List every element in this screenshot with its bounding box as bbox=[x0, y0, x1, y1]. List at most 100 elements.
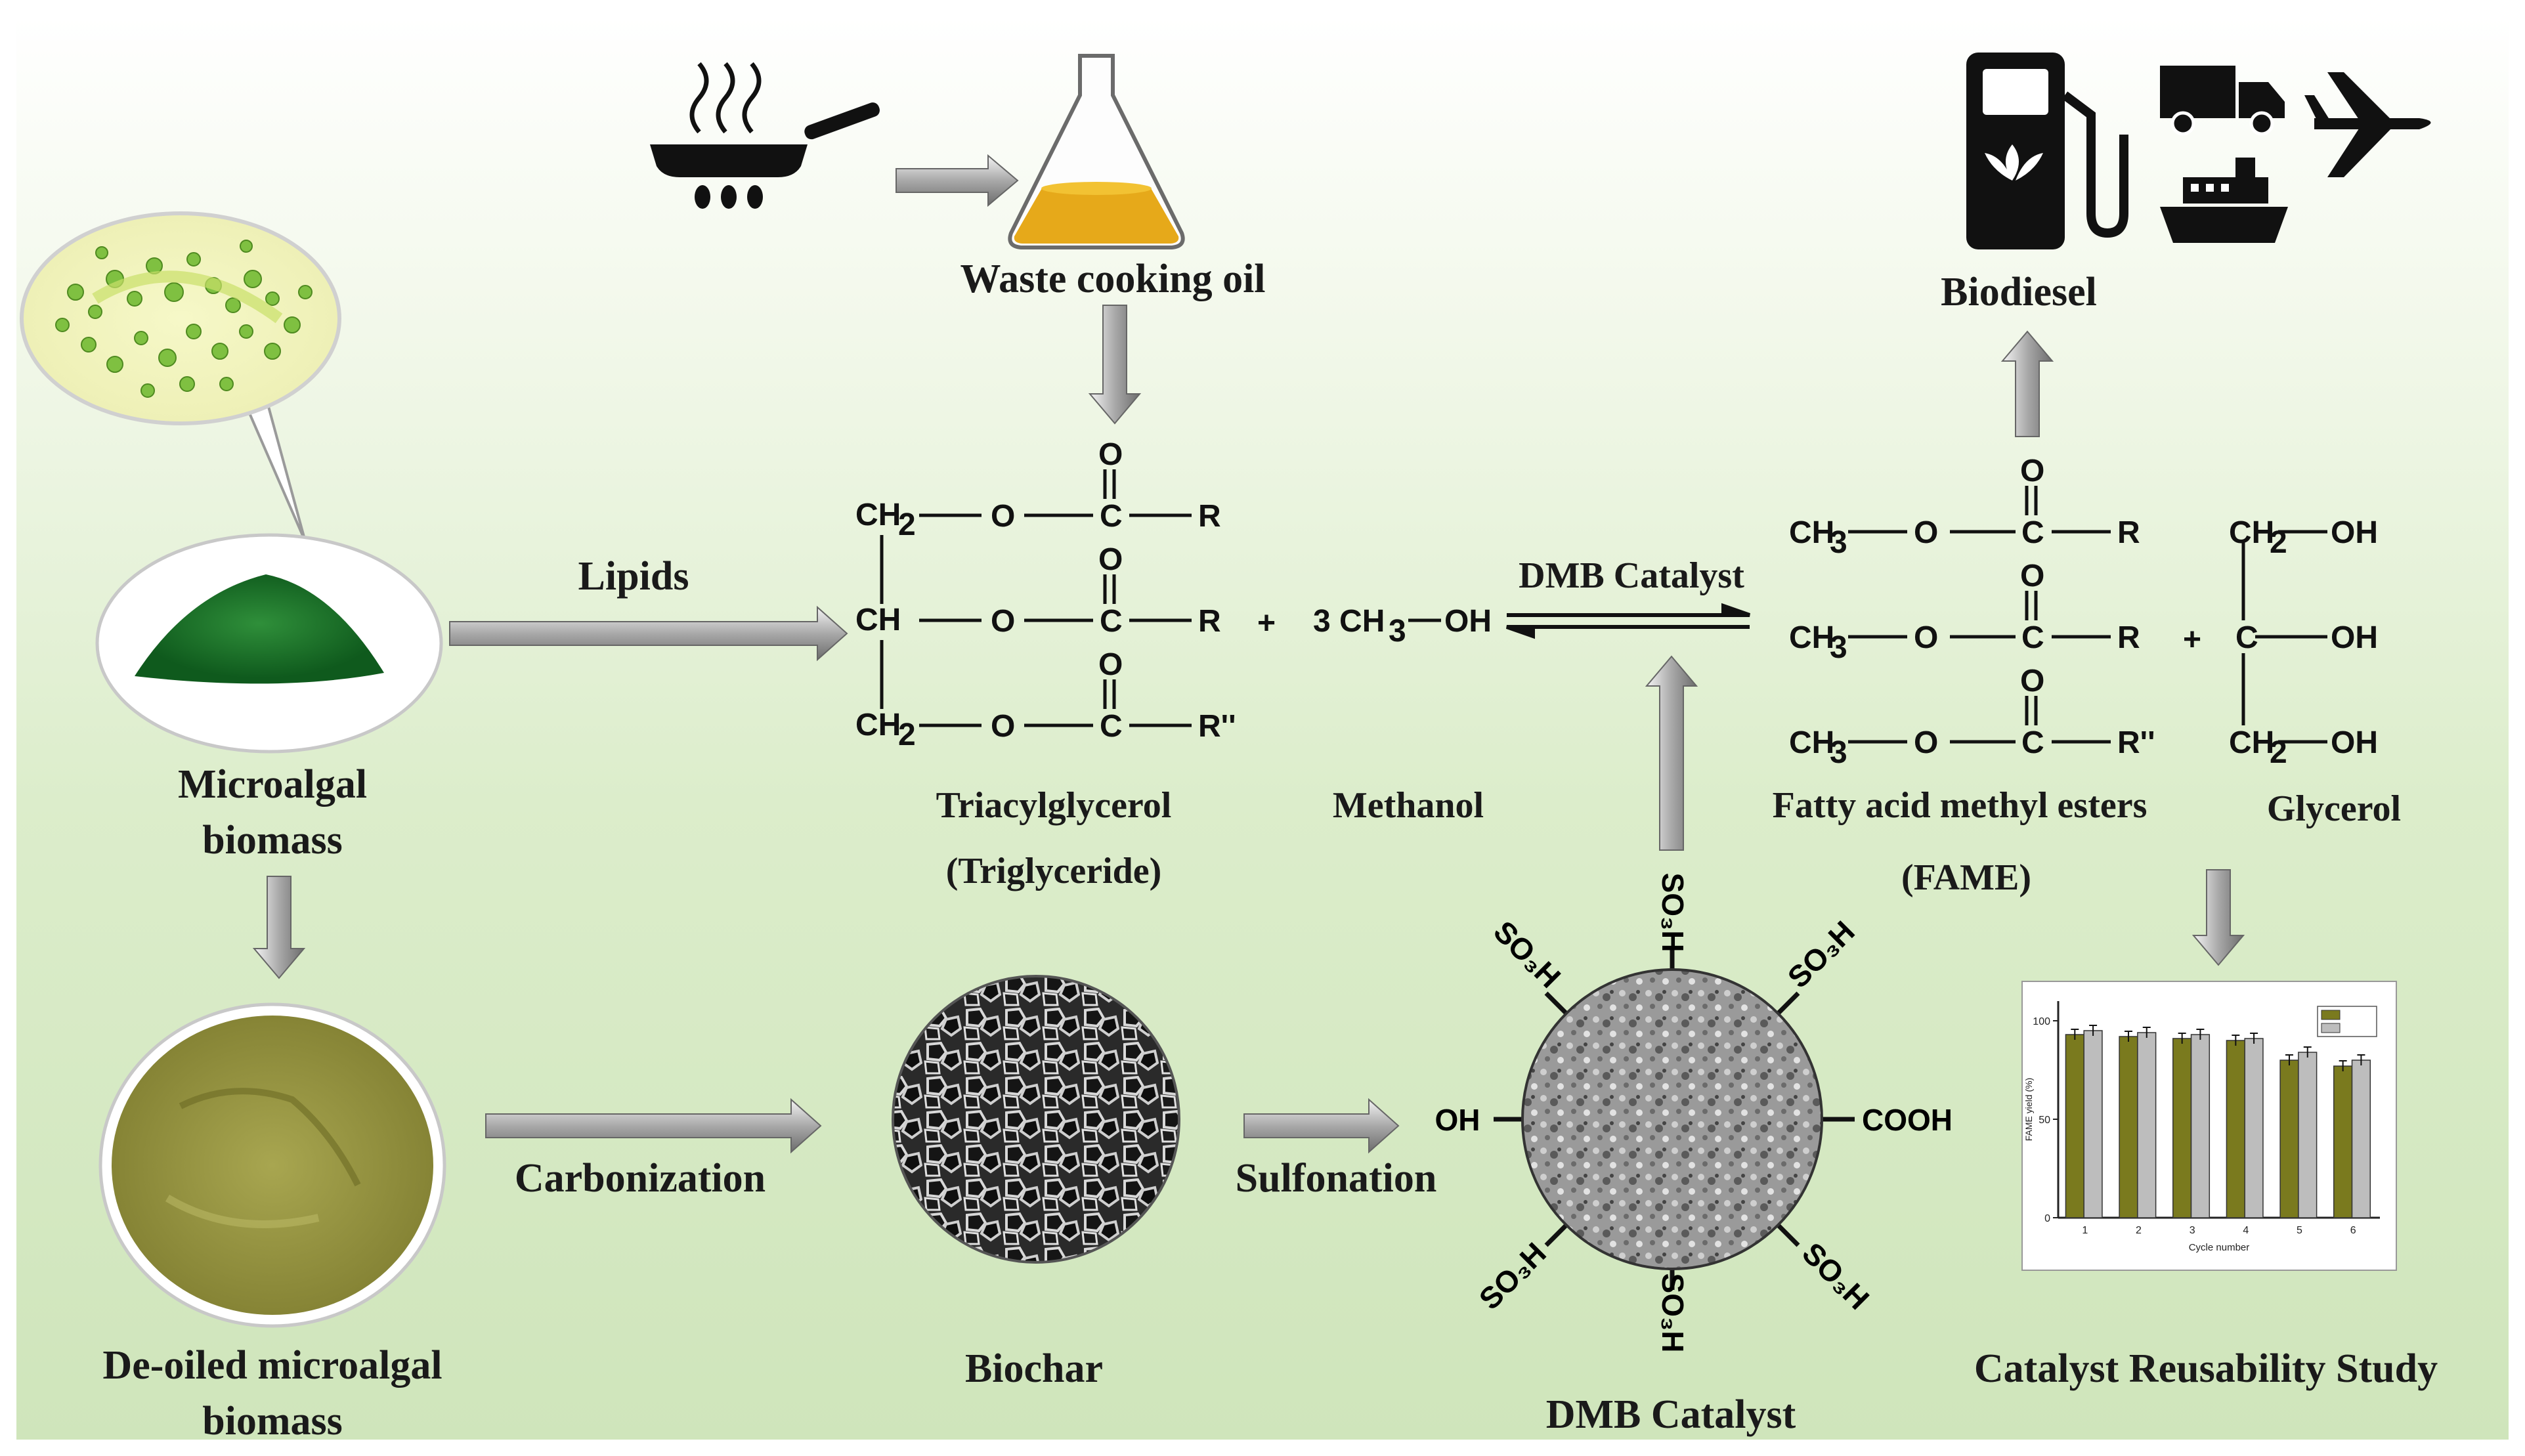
svg-text:CH: CH bbox=[1789, 515, 1834, 550]
group-so3h-bottom-left: SO₃H bbox=[1473, 1236, 1553, 1316]
group-cooh: COOH bbox=[1862, 1103, 1953, 1137]
chart-bar bbox=[2351, 1060, 2371, 1218]
fuel-pump-icon bbox=[1966, 53, 2128, 249]
equilibrium-arrows bbox=[1506, 603, 1750, 639]
chart-x-tick-label: 3 bbox=[2190, 1225, 2195, 1236]
tag-ch: CH bbox=[855, 603, 901, 637]
chart-bar bbox=[2333, 1065, 2353, 1218]
label-carbonization: Carbonization bbox=[514, 1156, 766, 1201]
arrow-sulfonation bbox=[1243, 1098, 1400, 1154]
label-methanol: Methanol bbox=[1332, 785, 1484, 826]
chart-legend-swatch bbox=[2321, 1023, 2341, 1033]
chart-bar bbox=[2190, 1034, 2211, 1218]
chart-bar bbox=[2172, 1038, 2192, 1218]
arrow-fame-to-study bbox=[2191, 869, 2245, 966]
flask-icon bbox=[1008, 54, 1185, 249]
group-oh: OH bbox=[1435, 1103, 1480, 1137]
chart-bar bbox=[2244, 1038, 2264, 1218]
svg-text:3 CH: 3 CH bbox=[1313, 604, 1385, 639]
svg-text:R'': R'' bbox=[1198, 709, 1236, 744]
label-triglyceride: (Triglyceride) bbox=[945, 851, 1162, 891]
label-biodiesel: Biodiesel bbox=[1941, 270, 2097, 314]
label-lipids: Lipids bbox=[578, 554, 689, 599]
label-waste-cooking-oil: Waste cooking oil bbox=[960, 257, 1266, 301]
svg-text:3: 3 bbox=[1830, 525, 1847, 560]
svg-text:O: O bbox=[991, 709, 1015, 744]
svg-text:C: C bbox=[1100, 709, 1123, 744]
svg-text:2: 2 bbox=[2270, 525, 2287, 560]
microalgae-micrograph bbox=[20, 211, 341, 542]
svg-text:O: O bbox=[1914, 515, 1938, 550]
chart-y-label: FAME yield (%) bbox=[2023, 1078, 2034, 1141]
methanol-formula: 3 CH 3 OH bbox=[1313, 604, 1492, 649]
chart-y-tick-label: 100 bbox=[2033, 1016, 2050, 1027]
label-deoiled-2: biomass bbox=[202, 1399, 343, 1444]
svg-text:OH: OH bbox=[2331, 515, 2378, 550]
svg-text:O: O bbox=[991, 604, 1015, 639]
svg-text:2: 2 bbox=[898, 507, 916, 542]
tag-ch2-top: CH bbox=[855, 498, 901, 532]
svg-text:C: C bbox=[1100, 499, 1123, 534]
chart-bar bbox=[2083, 1030, 2103, 1218]
chart-x-tick-label: 6 bbox=[2350, 1225, 2356, 1236]
deoiled-biomass-image bbox=[98, 1002, 446, 1328]
svg-text:O: O bbox=[1098, 437, 1123, 472]
diagram-canvas: CH 2 CH CH 2 O O O C C C O O O R bbox=[16, 16, 2509, 1444]
glycerol-structure: CH 2 C CH 2 OH OH OH bbox=[2229, 515, 2378, 770]
svg-text:C: C bbox=[2021, 725, 2044, 760]
chart-y-tick-label: 50 bbox=[2039, 1115, 2050, 1126]
group-so3h-top: SO₃H bbox=[1656, 873, 1690, 953]
diagram-graphics: CH 2 CH CH 2 O O O C C C O O O R bbox=[20, 53, 2431, 1353]
arrow-lipids bbox=[449, 605, 848, 662]
label-biochar: Biochar bbox=[964, 1346, 1104, 1391]
tag-ch2-bottom: CH bbox=[855, 708, 901, 742]
group-so3h-bottom: SO₃H bbox=[1656, 1274, 1690, 1353]
svg-text:C: C bbox=[2235, 620, 2258, 655]
plus-sign-1: + bbox=[1257, 606, 1276, 641]
chart-bar bbox=[2226, 1040, 2245, 1218]
chart-x-tick-label: 4 bbox=[2243, 1225, 2249, 1236]
chart-x-label: Cycle number bbox=[2189, 1242, 2250, 1253]
truck-icon bbox=[2160, 66, 2285, 136]
label-dmb-catalyst: DMB Catalyst bbox=[1545, 1392, 1796, 1437]
chart-y-tick-label: 0 bbox=[2044, 1213, 2050, 1224]
svg-text:C: C bbox=[2021, 515, 2044, 550]
label-deoiled-1: De-oiled microalgal bbox=[102, 1343, 442, 1388]
airplane-icon bbox=[2304, 72, 2431, 177]
chart-bar bbox=[2065, 1034, 2084, 1218]
svg-text:O: O bbox=[1914, 725, 1938, 760]
arrow-carbonization bbox=[485, 1098, 822, 1154]
dmb-catalyst-image bbox=[1494, 949, 1855, 1290]
svg-text:CH: CH bbox=[2229, 515, 2274, 550]
label-catalyst-reusability-study: Catalyst Reusability Study bbox=[1974, 1346, 2438, 1391]
svg-text:O: O bbox=[991, 499, 1015, 534]
svg-text:3: 3 bbox=[1830, 735, 1847, 770]
chart-x-tick-label: 1 bbox=[2082, 1225, 2088, 1236]
svg-text:2: 2 bbox=[2270, 735, 2287, 770]
triglyceride-structure: CH 2 CH CH 2 O O O C C C O O O R bbox=[855, 437, 1236, 752]
svg-text:O: O bbox=[2020, 559, 2044, 593]
svg-text:C: C bbox=[1100, 604, 1123, 639]
svg-text:3: 3 bbox=[1830, 630, 1847, 665]
label-microalgal-biomass-2: biomass bbox=[202, 818, 343, 863]
label-glycerol: Glycerol bbox=[2266, 788, 2402, 829]
ship-icon bbox=[2160, 158, 2288, 243]
label-triacylglycerol: Triacylglycerol bbox=[936, 785, 1172, 826]
arrow-catalyst-up bbox=[1645, 655, 1698, 851]
svg-text:2: 2 bbox=[898, 717, 916, 752]
chart-bar bbox=[2119, 1036, 2138, 1218]
fame-structure: CH 3 CH 3 CH 3 O O O C C C O O O R R R'' bbox=[1789, 454, 2155, 770]
chart-legend-swatch bbox=[2321, 1010, 2341, 1020]
svg-text:CH: CH bbox=[2229, 725, 2274, 760]
group-so3h-top-left: SO₃H bbox=[1487, 914, 1567, 995]
biochar-image bbox=[892, 975, 1180, 1264]
label-sulfonation: Sulfonation bbox=[1235, 1156, 1437, 1201]
svg-text:O: O bbox=[1098, 542, 1123, 577]
group-so3h-top-right: SO₃H bbox=[1781, 914, 1861, 995]
chart-bar bbox=[2279, 1060, 2299, 1218]
label-dmb-catalyst-reaction: DMB Catalyst bbox=[1519, 555, 1744, 596]
arrow-fame-to-biodiesel bbox=[2000, 330, 2054, 437]
plus-sign-2: + bbox=[2183, 622, 2201, 657]
svg-text:CH: CH bbox=[1789, 725, 1834, 760]
label-fame-1: Fatty acid methyl esters bbox=[1772, 785, 2147, 826]
